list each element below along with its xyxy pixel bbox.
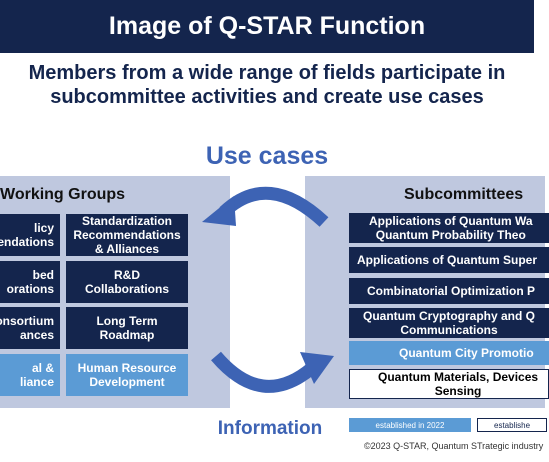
sc-box-text: Quantum Cryptography and Q	[363, 309, 536, 323]
subtitle: Members from a wide range of fields part…	[0, 61, 534, 109]
wg-box-text: bed	[32, 268, 54, 282]
sc-box-text: Applications of Quantum Wa	[369, 214, 533, 228]
wg-box-text: Recommendations	[73, 228, 181, 242]
subtitle-line-1: Members from a wide range of fields part…	[28, 62, 506, 84]
wg-box-text: ances	[19, 328, 54, 342]
wg-box-text: Roadmap	[99, 328, 155, 342]
subtitle-line-2: subcommittee activities and create use c…	[50, 86, 484, 108]
curved-arrow-left-icon	[202, 186, 329, 227]
wg-box-text: Long Term	[96, 314, 158, 328]
curved-arrow-right-icon	[211, 351, 334, 393]
information-label: Information	[217, 418, 323, 439]
wg-box-text: al &	[31, 361, 54, 375]
wg-box-text: endations	[0, 235, 54, 249]
copyright-footer: ©2023 Q-STAR, Quantum STrategic industry	[364, 441, 544, 451]
wg-box-text: Development	[89, 375, 165, 389]
wg-box-text: orations	[6, 282, 54, 296]
sc-box-text: Quantum Probability Theo	[375, 228, 526, 242]
wg-box-text: R&D	[113, 268, 140, 282]
wg-international-alliance[interactable]: al &liance	[0, 354, 60, 396]
use-cases-label: Use cases	[205, 142, 329, 170]
sc-quantum-city-promotion[interactable]: Quantum City Promotio	[349, 341, 549, 365]
working-groups-title: Working Groups	[0, 186, 126, 203]
sc-box-text: Quantum City Promotio	[399, 346, 534, 360]
sc-box-text: Quantum Materials, Devices	[378, 370, 539, 384]
wg-box-text: Human Resource	[77, 361, 177, 375]
legend-established-other: establishe	[477, 418, 547, 432]
sc-box-text: Applications of Quantum Super	[357, 253, 538, 267]
sc-quantum-supercomputing[interactable]: Applications of Quantum Super	[349, 247, 549, 273]
legend-text: establishe	[494, 420, 531, 430]
sc-combinatorial-optimization[interactable]: Combinatorial Optimization P	[349, 278, 549, 304]
wg-box-text: Standardization	[81, 214, 172, 228]
wg-box-text: & Alliances	[94, 242, 160, 256]
legend-established-2022: established in 2022	[349, 418, 471, 432]
wg-box-text: liance	[19, 375, 54, 389]
sc-box-text: Combinatorial Optimization P	[367, 284, 536, 298]
wg-box-text: Collaborations	[84, 282, 169, 296]
legend-text: established in 2022	[375, 420, 445, 430]
subcommittees-title: Subcommittees	[404, 186, 524, 203]
header-bar: Image of Q-STAR Function	[0, 0, 534, 53]
wg-box-text: onsortium	[0, 314, 54, 328]
wg-box-text: licy	[33, 221, 54, 235]
page-title: Image of Q-STAR Function	[108, 12, 426, 40]
flow-arrows	[202, 186, 334, 393]
sc-box-text: Sensing	[434, 384, 482, 398]
sc-box-text: Communications	[400, 323, 498, 337]
